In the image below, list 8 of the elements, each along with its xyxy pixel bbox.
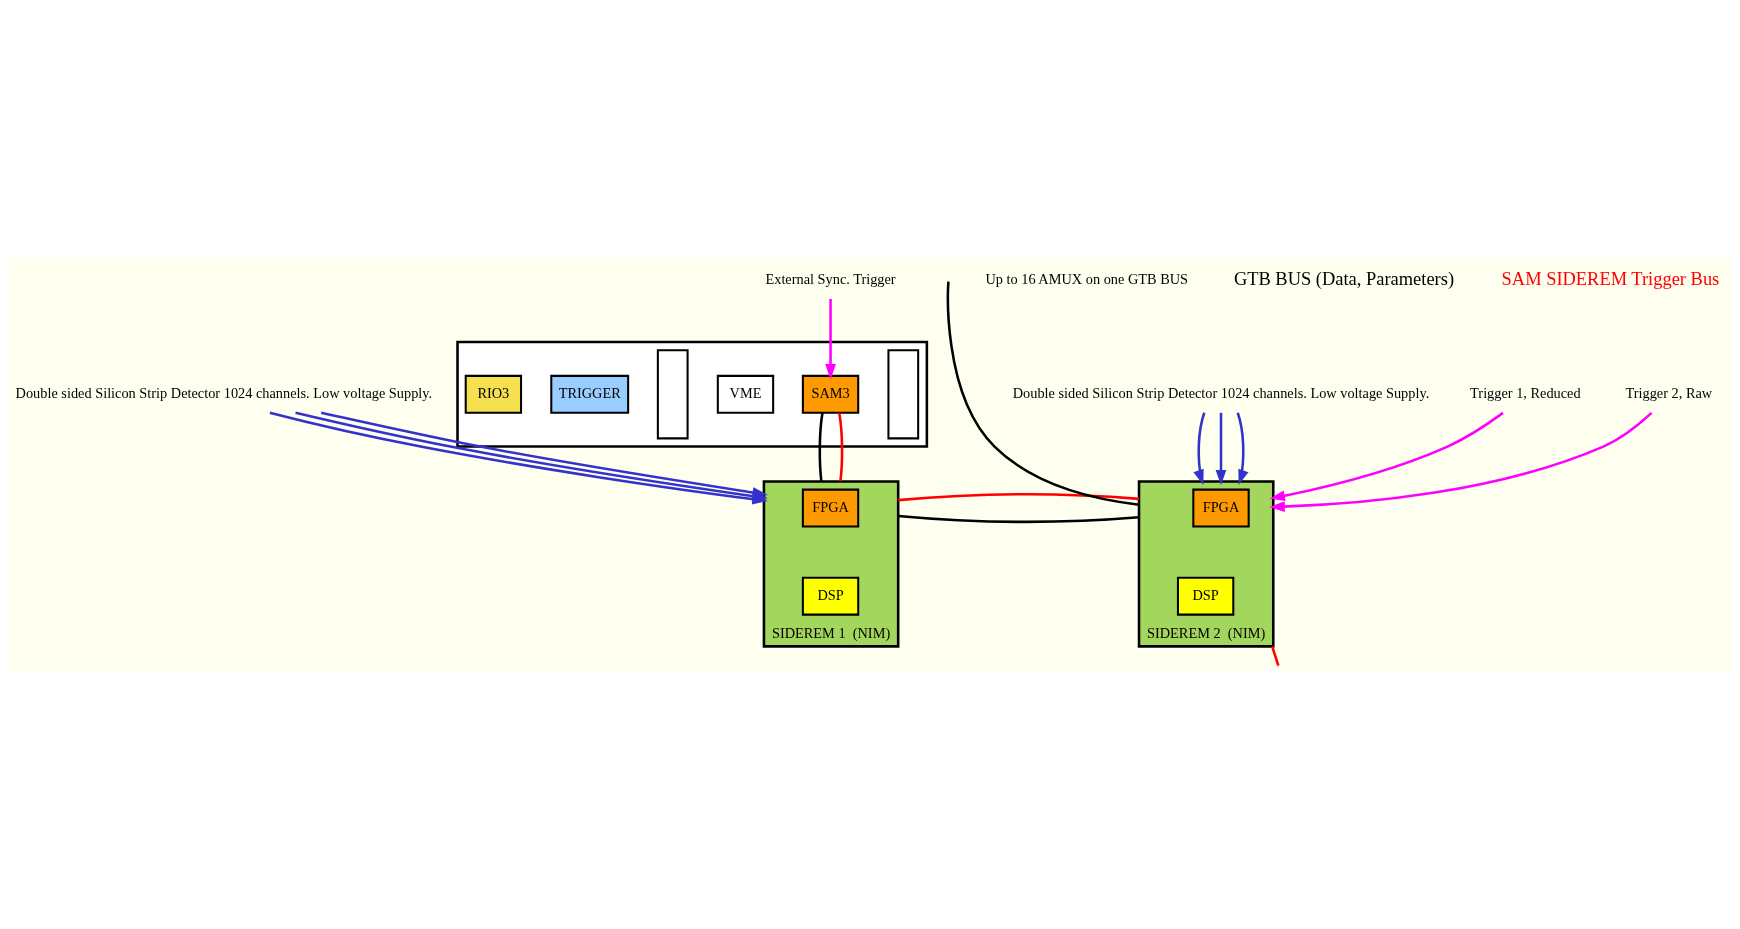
node-text: Trigger 1, Reduced bbox=[1470, 385, 1581, 402]
node-text: Double sided Silicon Strip Detector 1024 channels. Low voltage Supply. bbox=[15, 385, 433, 402]
label: Up to 16 AMUX on one GTB BUS bbox=[985, 271, 1189, 288]
label: SAM SIDEREM Trigger Bus bbox=[1501, 269, 1720, 290]
node-text: Trigger 2, Raw bbox=[1625, 385, 1713, 402]
node-text: External Sync. Trigger bbox=[765, 271, 896, 288]
node-text: Double sided Silicon Strip Detector 1024 channels. Low voltage Supply. bbox=[1012, 385, 1430, 402]
label: GTB BUS (Data, Parameters) bbox=[1233, 269, 1455, 290]
